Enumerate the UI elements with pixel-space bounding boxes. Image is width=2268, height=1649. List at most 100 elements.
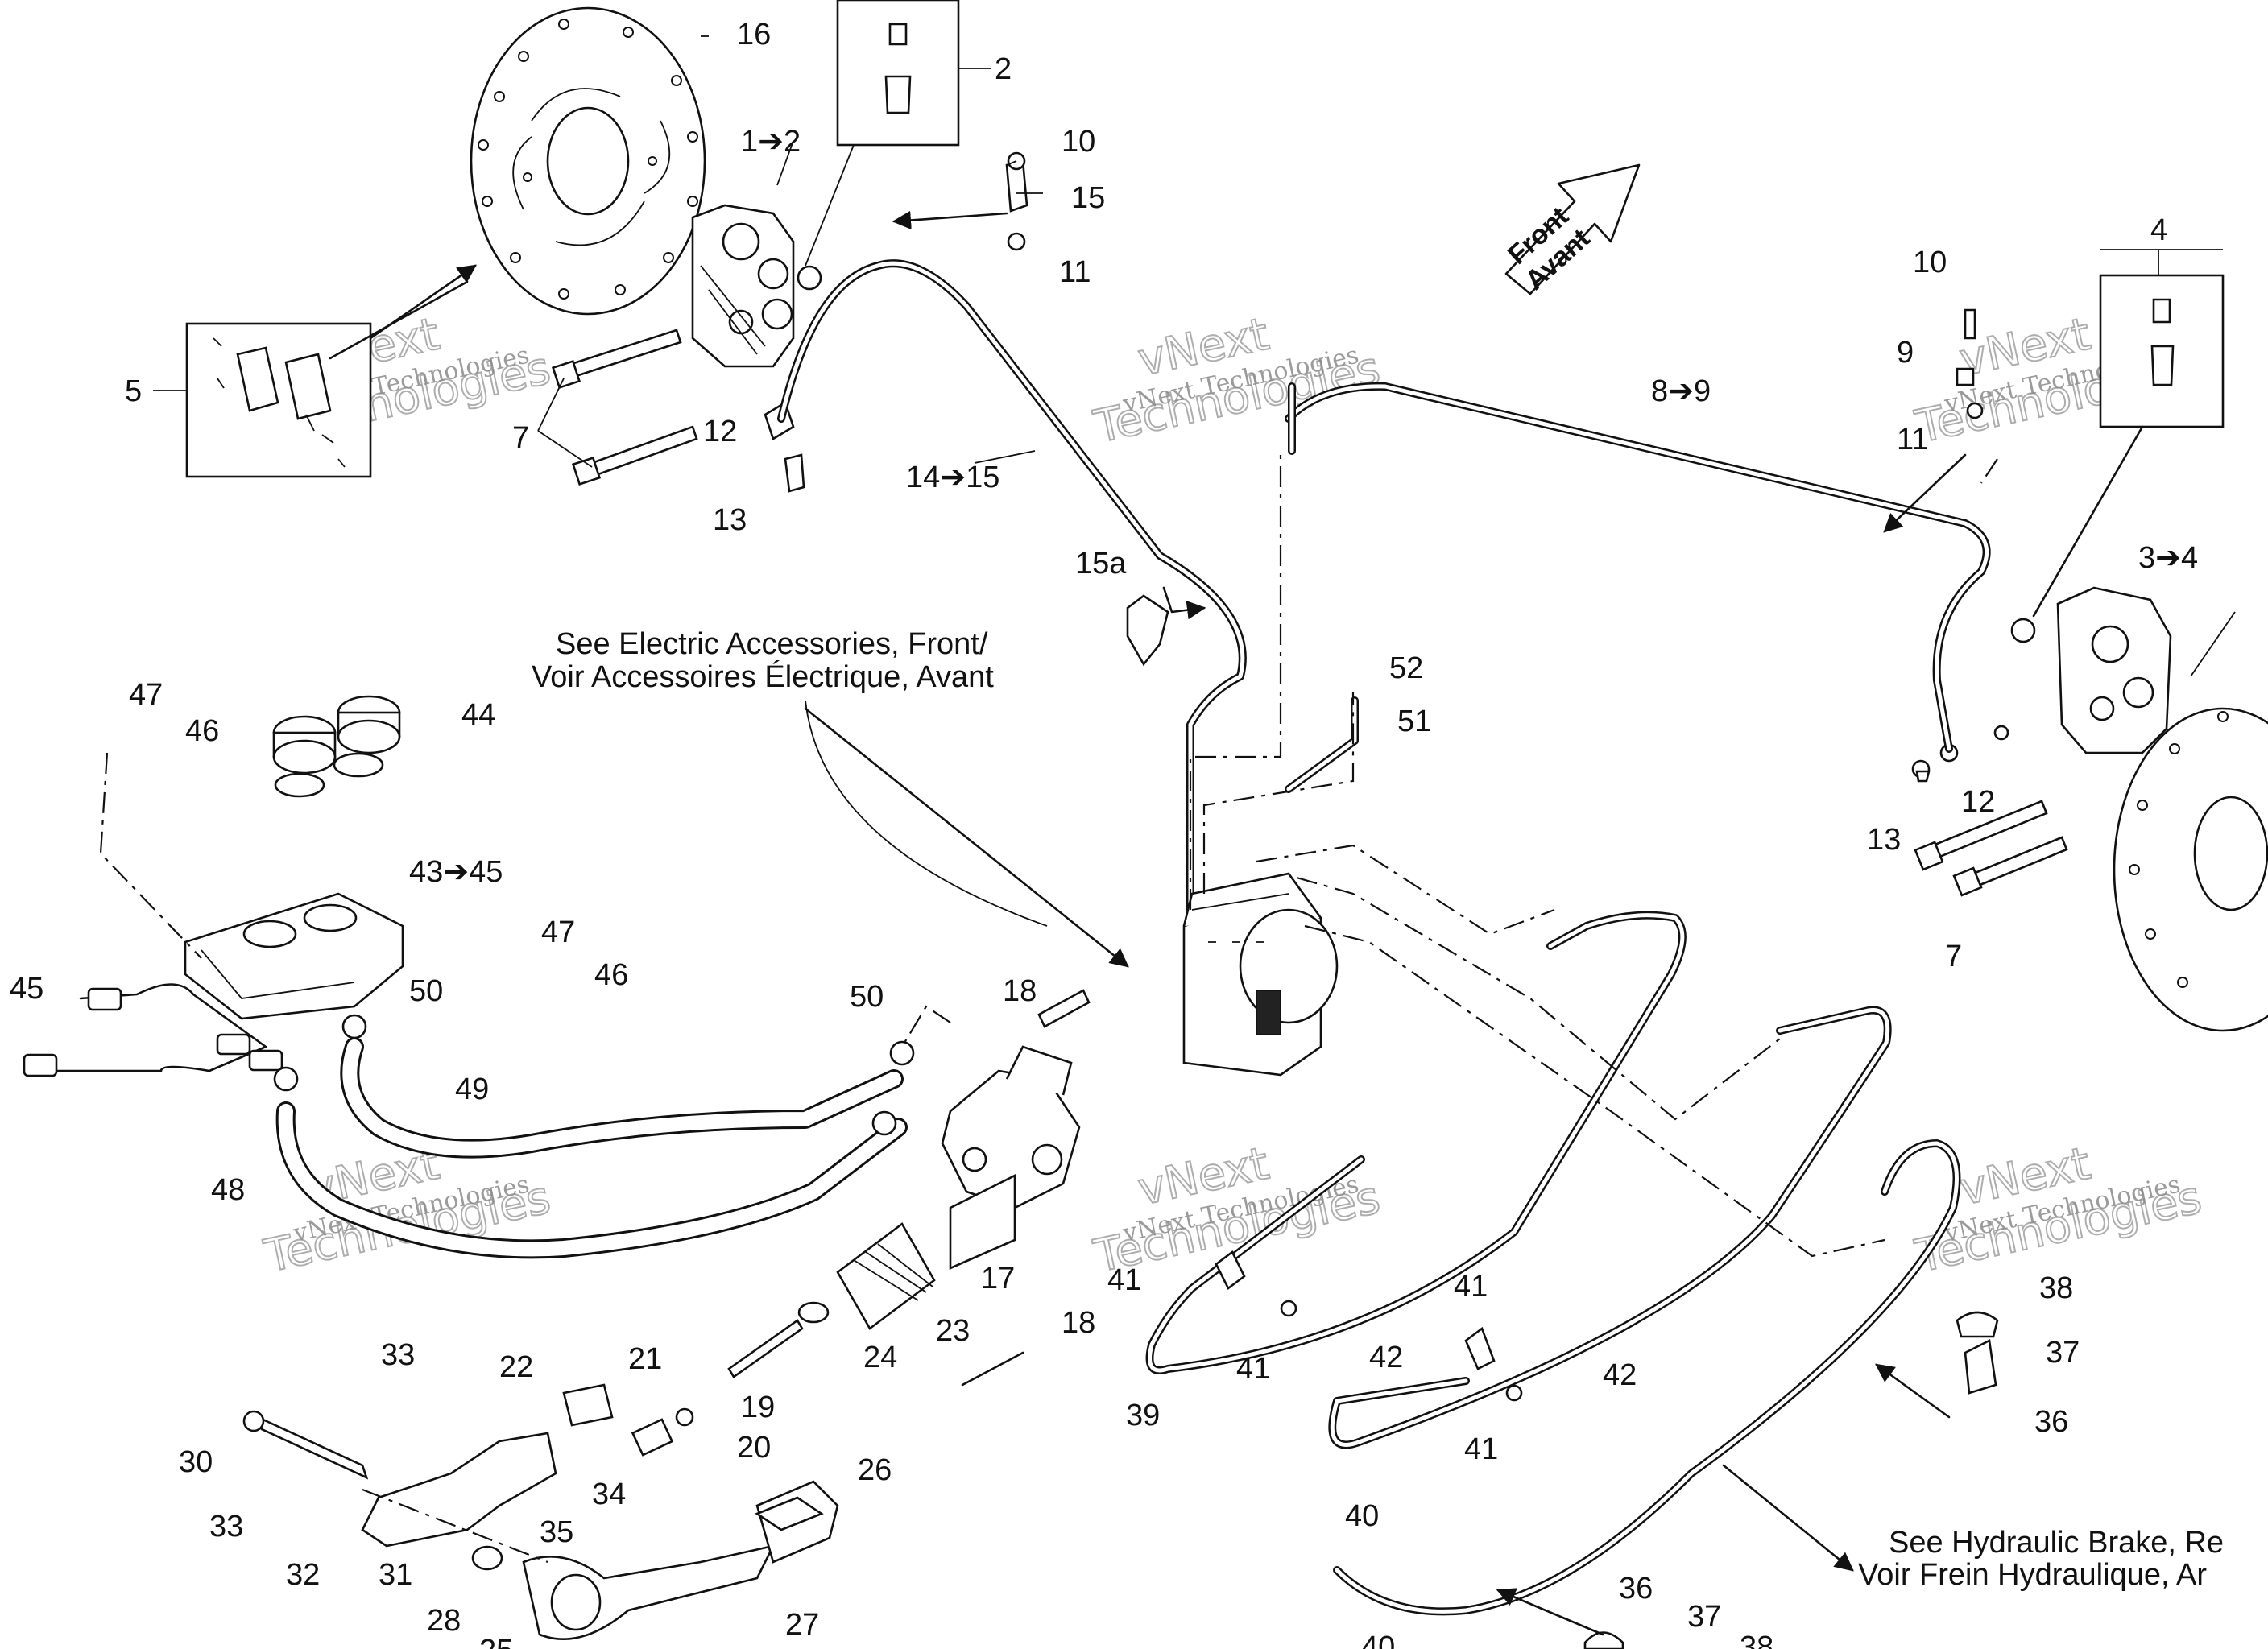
reservoir-caps (272, 695, 401, 798)
callout-19: 19 (741, 1391, 775, 1424)
callout-43to45: 43➔45 (409, 855, 503, 889)
callout-47-top: 47 (129, 678, 163, 712)
callout-35: 35 (540, 1515, 573, 1549)
right-caliper-bolts (1914, 800, 2068, 897)
reservoir-hoses (273, 1014, 915, 1259)
callout-23: 23 (936, 1314, 970, 1348)
callout-7-left: 7 (512, 421, 529, 455)
callout-8to9: 8➔9 (1651, 374, 1711, 408)
callout-47-mid: 47 (541, 915, 575, 949)
callout-11-left: 11 (1059, 255, 1091, 289)
callout-1to2: 1➔2 (741, 125, 801, 159)
callout-52: 52 (1389, 651, 1423, 685)
callout-10-left: 10 (1062, 125, 1095, 159)
brake-pedal (471, 1480, 839, 1640)
callout-36-bottom: 36 (1619, 1572, 1653, 1606)
callout-32: 32 (286, 1558, 320, 1592)
right-brake-caliper (2010, 586, 2172, 754)
note-hydraulic-line1: See Hydraulic Brake, Re (1889, 1526, 2224, 1560)
callout-41-c: 41 (1454, 1270, 1488, 1304)
callout-38-bottom: 38 (1740, 1630, 1773, 1649)
brake-fluid-reservoir (184, 892, 404, 1020)
callout-44: 44 (461, 698, 495, 732)
callout-16: 16 (737, 18, 771, 52)
left-fitting-hardware (764, 151, 1169, 667)
watermark-6: vNext Technologies vNext Technologies (1910, 1137, 2207, 1284)
callout-3to4: 3➔4 (2138, 541, 2198, 575)
watermark-2: vNext Technologies vNext Technologies (1089, 308, 1385, 455)
abs-hydraulic-unit (1182, 872, 1339, 1077)
left-bleeder-box (836, 0, 991, 147)
callout-4: 4 (2150, 213, 2167, 247)
note-electric-line2: Voir Accessoires Électrique, Avant (532, 659, 994, 694)
callout-17: 17 (981, 1262, 1015, 1296)
left-brake-disc (470, 6, 706, 316)
callout-36-right: 36 (2034, 1405, 2068, 1439)
note-hydraulic-line2: Voir Frein Hydraulique, Ar (1858, 1558, 2207, 1592)
left-brake-caliper (691, 204, 795, 368)
callout-42-a: 42 (1369, 1341, 1403, 1374)
clamps-lower (1215, 1250, 1999, 1649)
callout-41-b: 41 (1236, 1352, 1270, 1386)
callout-26: 26 (858, 1453, 892, 1487)
callouts: 16 2 1➔2 10 15 11 5 7 12 13 14➔15 15a 4 … (10, 18, 2198, 1649)
front-direction-arrow: Front Avant (1502, 163, 1641, 296)
callout-39: 39 (1126, 1399, 1160, 1432)
callout-13-right: 13 (1867, 823, 1901, 857)
callout-20: 20 (737, 1431, 771, 1465)
callout-37-bottom: 37 (1687, 1600, 1721, 1634)
callout-33-top: 33 (381, 1338, 415, 1372)
callout-7-right: 7 (1945, 940, 1962, 973)
callout-12-left: 12 (703, 415, 737, 448)
callout-18-top: 18 (1003, 974, 1037, 1008)
callout-5: 5 (125, 374, 142, 408)
callout-15-left: 15 (1071, 181, 1105, 215)
callout-40-bottom: 40 (1361, 1630, 1395, 1649)
callout-34: 34 (592, 1477, 626, 1511)
callout-49: 49 (455, 1072, 489, 1106)
callout-22: 22 (499, 1350, 533, 1384)
note-electric-line1: See Electric Accessories, Front/ (556, 627, 988, 661)
level-sensor-harness (23, 983, 284, 1077)
callout-14to15: 14➔15 (906, 461, 999, 494)
callout-31: 31 (379, 1558, 412, 1592)
callout-27: 27 (785, 1608, 819, 1642)
callout-50-mid: 50 (850, 980, 884, 1014)
master-cylinder (941, 989, 1091, 1270)
left-caliper-bolts (551, 329, 698, 486)
right-brake-disc (2113, 707, 2268, 1032)
leader-lines (153, 35, 2236, 1636)
callout-37-right: 37 (2046, 1336, 2080, 1370)
callout-46-mid: 46 (594, 958, 628, 992)
callout-11-right: 11 (1897, 423, 1928, 457)
callout-13-left: 13 (713, 503, 747, 537)
callout-30: 30 (179, 1445, 213, 1479)
callout-41-d: 41 (1464, 1432, 1498, 1466)
callout-21: 21 (628, 1342, 662, 1376)
callout-46-top: 46 (185, 714, 219, 748)
callout-41-a: 41 (1107, 1263, 1141, 1297)
dashed-leaders (99, 451, 1998, 1564)
callout-15a: 15a (1075, 547, 1127, 581)
callout-25: 25 (479, 1634, 513, 1649)
pedal-bracket (242, 1410, 557, 1548)
callout-42-b: 42 (1603, 1358, 1637, 1392)
callout-48: 48 (211, 1173, 245, 1207)
callout-45: 45 (10, 972, 43, 1006)
callout-9: 9 (1897, 336, 1914, 370)
callout-40-mid: 40 (1345, 1499, 1379, 1533)
callout-33-left: 33 (209, 1510, 243, 1544)
callout-18-bottom: 18 (1062, 1306, 1095, 1340)
callout-28: 28 (427, 1604, 461, 1638)
callout-2-top: 2 (995, 52, 1012, 86)
cross-reference-notes: See Electric Accessories, Front/ Voir Ac… (532, 627, 2224, 1592)
brake-lines (777, 259, 1991, 1616)
callout-51: 51 (1397, 705, 1431, 738)
callout-38-right: 38 (2039, 1271, 2073, 1305)
pushrod-assembly (562, 1319, 804, 1457)
master-cylinder-boot (797, 1222, 936, 1330)
callout-12-right: 12 (1961, 785, 1995, 819)
callout-24: 24 (863, 1341, 897, 1374)
left-pad-kit-box (185, 322, 372, 478)
